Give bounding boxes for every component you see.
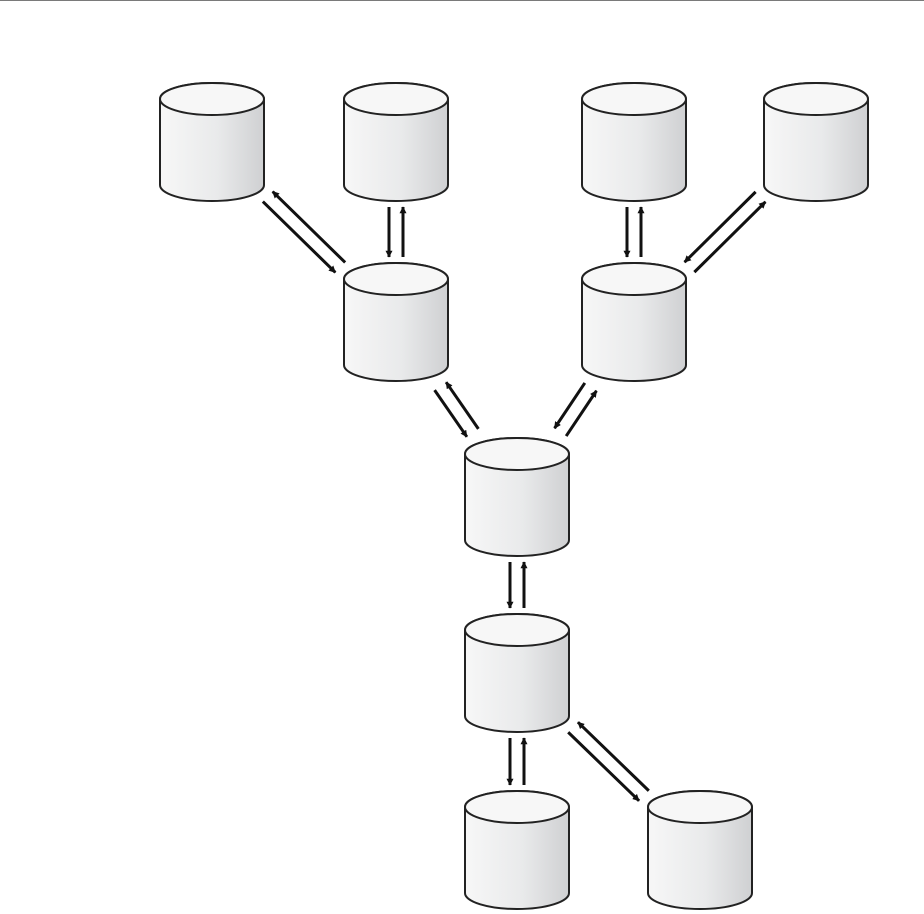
- database-cylinder-leaf-top-2: [344, 83, 448, 201]
- cylinder-top: [465, 791, 569, 823]
- link-leaf-top-1-mid-left: [263, 192, 345, 273]
- arrow-lower-hub-to-leaf-bottom-2: [568, 732, 639, 801]
- cylinder-top: [160, 83, 264, 115]
- arrow-mid-right-to-leaf-top-4: [694, 202, 765, 272]
- cylinder-top: [344, 83, 448, 115]
- link-leaf-top-4-mid-right: [685, 192, 766, 272]
- arrow-hub-to-mid-right: [566, 391, 596, 436]
- database-cylinder-leaf-bottom-1: [465, 791, 569, 909]
- link-lower-hub-leaf-bottom-2: [568, 722, 649, 801]
- link-hub-lower-hub: [510, 562, 524, 608]
- link-mid-right-hub: [555, 383, 597, 436]
- arrow-leaf-bottom-2-to-lower-hub: [578, 722, 649, 791]
- database-cylinder-leaf-top-1: [160, 83, 264, 201]
- cylinder-top: [465, 438, 569, 470]
- link-lower-hub-leaf-bottom-1: [510, 738, 524, 785]
- arrow-hub-to-mid-left: [446, 382, 478, 429]
- arrow-leaf-top-4-to-mid-right: [685, 192, 756, 262]
- cylinder-top: [465, 614, 569, 646]
- link-leaf-top-3-mid-right: [627, 207, 641, 257]
- cylinder-top: [344, 263, 448, 295]
- arrow-mid-left-to-hub: [435, 390, 467, 437]
- arrow-mid-left-to-leaf-top-1: [273, 192, 345, 263]
- arrow-leaf-top-1-to-mid-left: [263, 202, 335, 273]
- cylinder-top: [764, 83, 868, 115]
- link-leaf-top-2-mid-left: [389, 207, 403, 257]
- database-cylinder-leaf-top-3: [582, 83, 686, 201]
- cylinder-top: [648, 791, 752, 823]
- database-cylinder-hub: [465, 438, 569, 556]
- database-cylinder-leaf-bottom-2: [648, 791, 752, 909]
- database-cylinder-lower-hub: [465, 614, 569, 732]
- cylinder-top: [582, 83, 686, 115]
- database-cylinder-leaf-top-4: [764, 83, 868, 201]
- database-cylinder-mid-left: [344, 263, 448, 381]
- cylinder-top: [582, 263, 686, 295]
- arrow-mid-right-to-hub: [555, 383, 585, 428]
- link-mid-left-hub: [435, 382, 479, 437]
- database-cylinder-mid-right: [582, 263, 686, 381]
